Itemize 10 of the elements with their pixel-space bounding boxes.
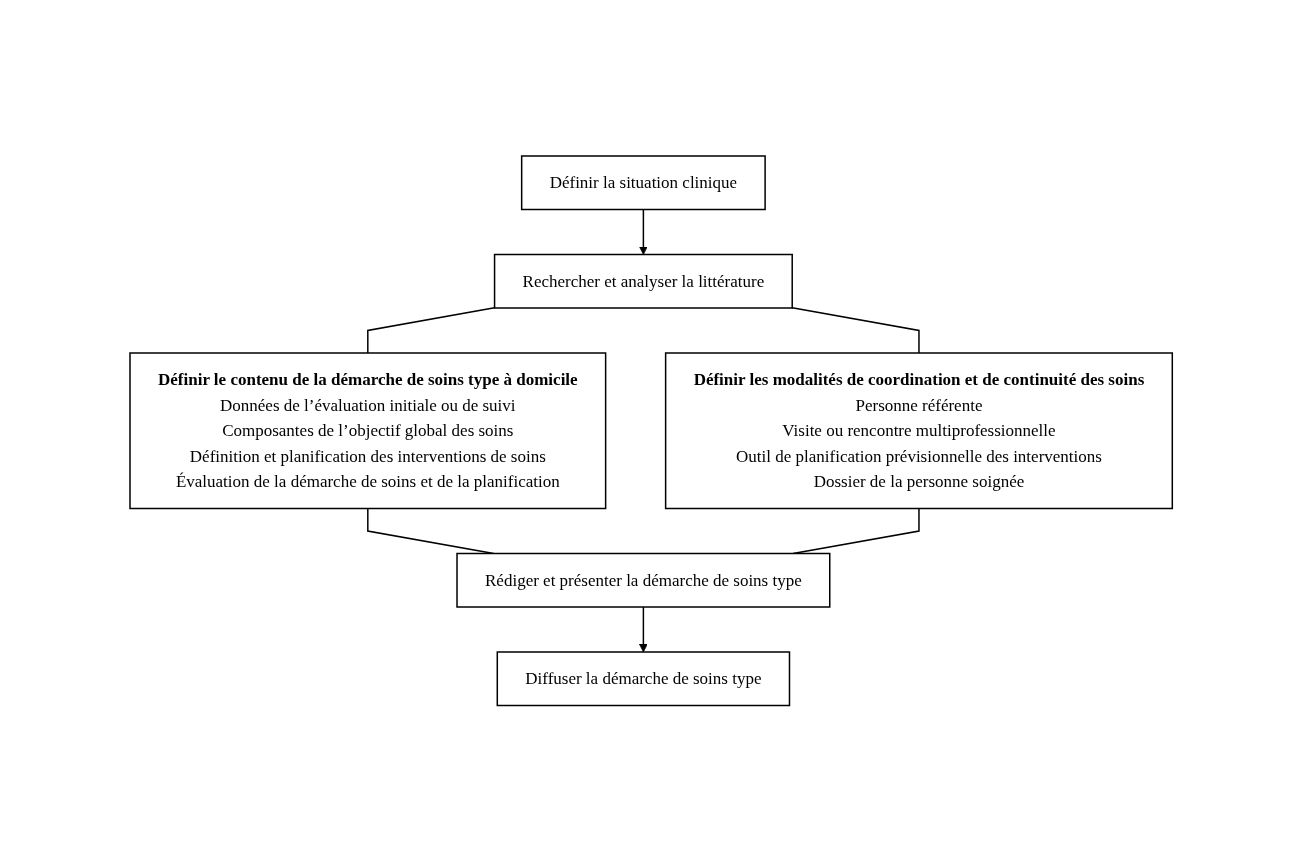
arrow (639, 208, 649, 255)
node-box: Diffuser la démarche de soins type (496, 651, 791, 706)
node-box: Rechercher et analyser la littérature (494, 253, 794, 309)
node-box: Définir la situation clinique (521, 155, 767, 210)
connector (791, 306, 921, 354)
node-box: Définir les modalités de coordination et de continuité des soins Personne référente Visite ou rencontre multiprofessionnelle Outil de planification prévisionnelle des interventions Dossier de la personne soignée (665, 352, 1174, 509)
connector (367, 306, 496, 354)
node-box: Rédiger et présenter la démarche de soins type (456, 552, 831, 608)
arrow (639, 606, 649, 653)
node-box: Définir le contenu de la démarche de soins type à domicile Données de l’évaluation initiale ou de suivi Composantes de l’objectif global des soins Définition et planification des interventions de soins Évaluation de la démarche de soins et de la planification (129, 352, 607, 509)
